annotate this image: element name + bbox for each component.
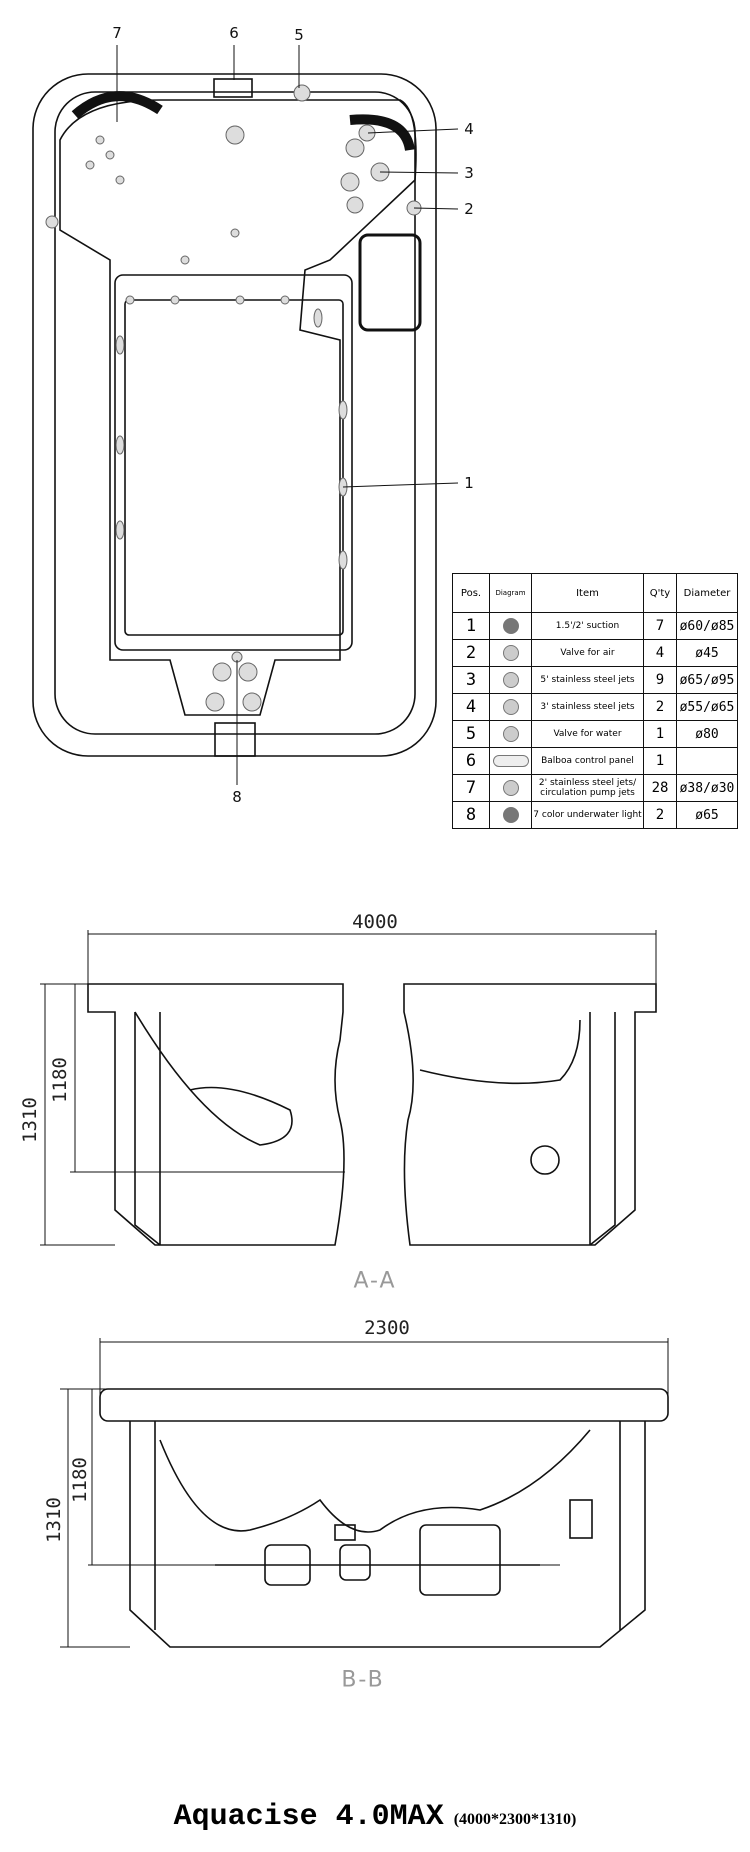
model-name: Aquacise 4.0MAX <box>173 1800 444 1834</box>
row-diameter: ø65 <box>676 801 738 829</box>
air-valve-icon <box>502 645 519 661</box>
spa-inner-rim <box>54 91 416 735</box>
callout-1: 1 <box>464 474 474 492</box>
row-diagram <box>489 801 532 829</box>
seating-area <box>59 99 417 716</box>
table-row: 2 Valve for air 4 ø45 <box>452 639 738 667</box>
section-bb-body <box>129 1421 646 1648</box>
dim-height-total-aa: 1310 <box>19 1097 41 1143</box>
row-pos: 5 <box>452 720 490 748</box>
row-pos: 2 <box>452 639 490 667</box>
table-row: 7 2' stainless steel jets/ circulation p… <box>452 774 738 802</box>
table-row: 8 7 color underwater light 2 ø65 <box>452 801 738 829</box>
callout-8: 8 <box>232 788 242 806</box>
control-panel-icon <box>492 755 529 767</box>
row-pos: 1 <box>452 612 490 640</box>
row-diagram <box>489 720 532 748</box>
header-item: Item <box>531 573 644 613</box>
jet-3in-icon <box>502 699 519 715</box>
row-qty: 9 <box>643 666 677 694</box>
headrest-left <box>71 91 163 119</box>
row-pos: 4 <box>452 693 490 721</box>
dim-width-aa: 4000 <box>352 911 398 933</box>
row-item: Balboa control panel <box>531 747 644 775</box>
lounger-pillow <box>358 233 422 332</box>
row-qty: 7 <box>643 612 677 640</box>
model-dimensions: (4000*2300*1310) <box>453 1811 577 1828</box>
table-row: 6 Balboa control panel 1 <box>452 747 738 775</box>
row-qty: 1 <box>643 720 677 748</box>
section-aa-right <box>403 983 657 1246</box>
row-pos: 8 <box>452 801 490 829</box>
row-item: 5' stainless steel jets <box>531 666 644 694</box>
row-item: Valve for air <box>531 639 644 667</box>
row-item: 7 color underwater light <box>531 801 644 829</box>
callout-7: 7 <box>112 24 122 42</box>
row-qty: 2 <box>643 801 677 829</box>
row-item: 3' stainless steel jets <box>531 693 644 721</box>
row-diameter: ø38/ø30 <box>676 774 738 802</box>
row-item: Valve for water <box>531 720 644 748</box>
table-row: 5 Valve for water 1 ø80 <box>452 720 738 748</box>
row-pos: 3 <box>452 666 490 694</box>
dim-height-inner-aa: 1180 <box>49 1057 71 1103</box>
row-qty: 4 <box>643 639 677 667</box>
table-row: 3 5' stainless steel jets 9 ø65/ø95 <box>452 666 738 694</box>
dim-height-total-bb: 1310 <box>43 1497 65 1543</box>
row-diagram <box>489 666 532 694</box>
table-row: 1 1.5'/2' suction 7 ø60/ø85 <box>452 612 738 640</box>
row-item: 1.5'/2' suction <box>531 612 644 640</box>
jet-2in-icon <box>502 780 519 796</box>
dim-height-inner-bb: 1180 <box>69 1457 91 1503</box>
header-pos: Pos. <box>452 573 490 613</box>
row-diameter: ø55/ø65 <box>676 693 738 721</box>
row-diagram <box>489 774 532 802</box>
section-aa-left <box>87 983 345 1246</box>
callout-2: 2 <box>464 200 474 218</box>
light-icon <box>502 807 519 823</box>
callout-3: 3 <box>464 164 474 182</box>
callout-4: 4 <box>464 120 474 138</box>
row-diagram <box>489 693 532 721</box>
row-diameter <box>676 747 738 775</box>
exercise-pool <box>114 274 353 651</box>
row-diameter: ø60/ø85 <box>676 612 738 640</box>
row-diagram <box>489 612 532 640</box>
jet-5in-icon <box>502 672 519 688</box>
pump <box>530 1145 560 1175</box>
dim-width-bb: 2300 <box>364 1317 410 1339</box>
light-box <box>214 722 256 757</box>
row-diameter: ø80 <box>676 720 738 748</box>
section-aa-label: A-A <box>353 1268 397 1294</box>
header-diagram: Diagram <box>489 573 532 613</box>
parts-table: Pos. Diagram Item Q'ty Diameter 1 1.5'/2… <box>452 573 738 829</box>
row-diameter: ø65/ø95 <box>676 666 738 694</box>
row-qty: 28 <box>643 774 677 802</box>
callout-6: 6 <box>229 24 239 42</box>
table-row: 4 3' stainless steel jets 2 ø55/ø65 <box>452 693 738 721</box>
row-diameter: ø45 <box>676 639 738 667</box>
control-panel <box>213 78 253 98</box>
row-item: 2' stainless steel jets/ circulation pum… <box>531 774 644 802</box>
header-qty: Q'ty <box>643 573 677 613</box>
pumps-and-heater <box>215 1499 593 1596</box>
water-valve-icon <box>502 726 519 742</box>
row-pos: 6 <box>452 747 490 775</box>
callout-5: 5 <box>294 26 304 44</box>
row-pos: 7 <box>452 774 490 802</box>
headrest-right <box>349 114 415 152</box>
section-bb-label: B-B <box>341 1667 385 1693</box>
row-diagram <box>489 747 532 775</box>
header-diameter: Diameter <box>676 573 738 613</box>
suction-icon <box>502 618 519 634</box>
row-diagram <box>489 639 532 667</box>
row-qty: 1 <box>643 747 677 775</box>
row-qty: 2 <box>643 693 677 721</box>
section-bb-rim <box>99 1388 669 1422</box>
drawing-title: Aquacise 4.0MAX (4000*2300*1310) <box>174 1800 577 1834</box>
